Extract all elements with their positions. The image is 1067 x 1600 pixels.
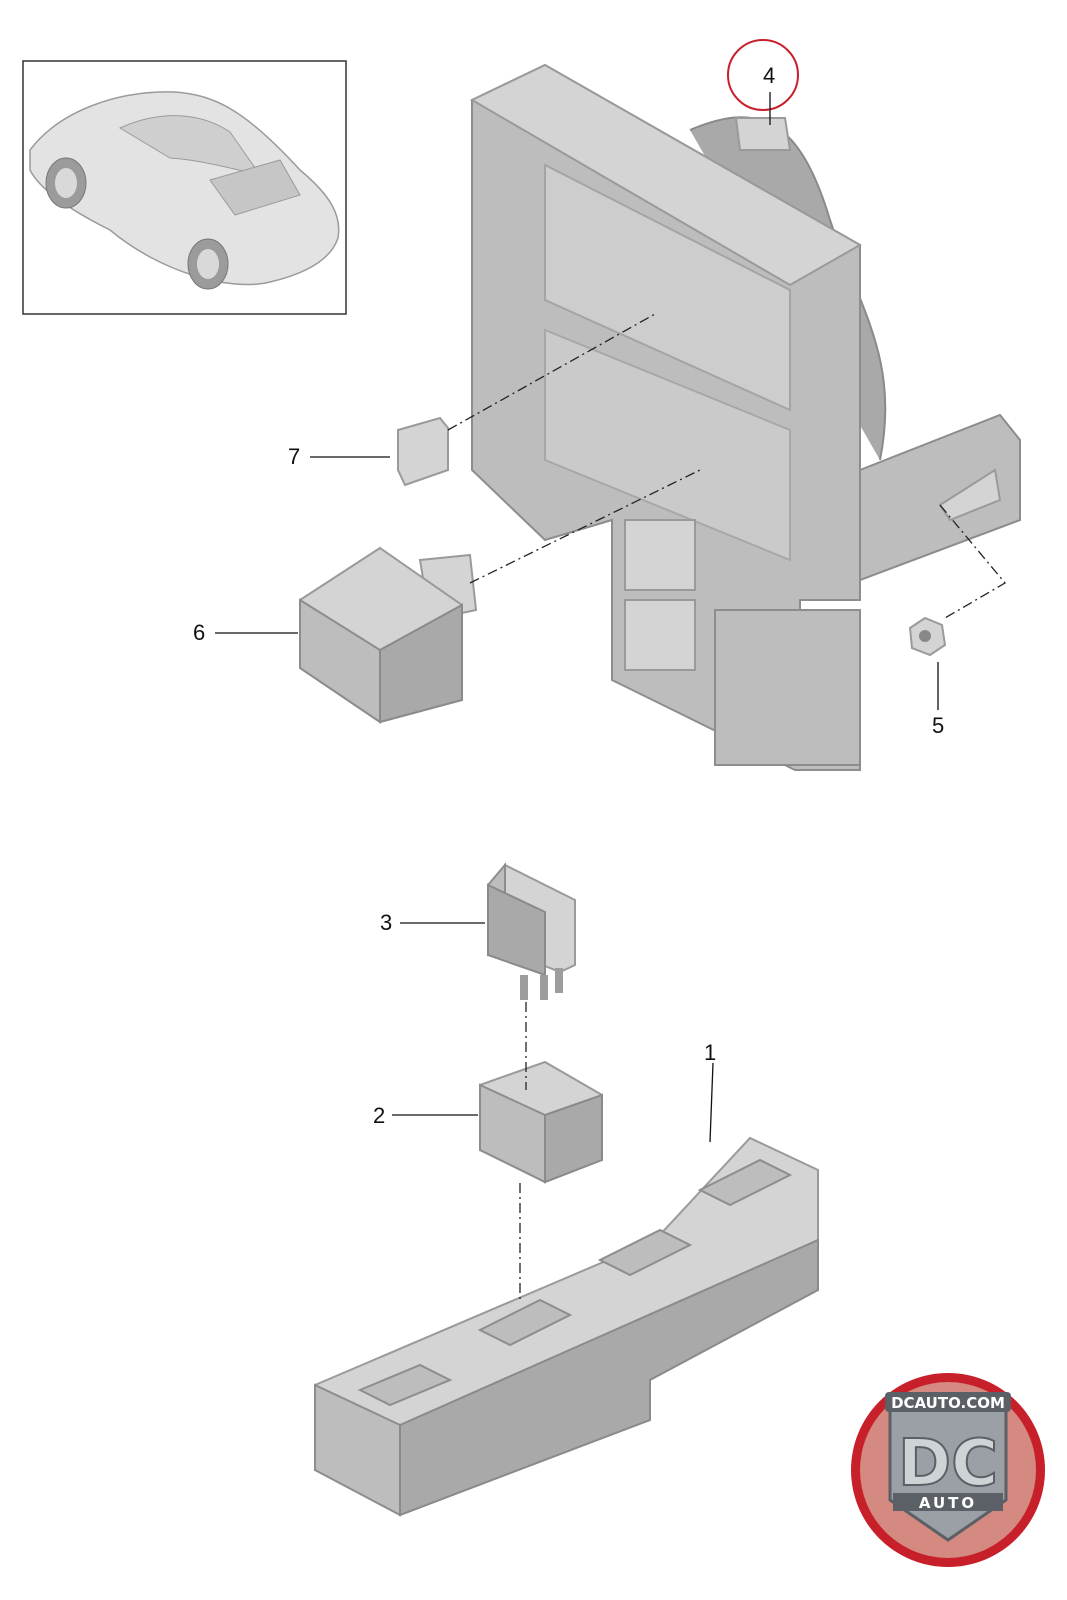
part-2-relay-socket: [479, 1060, 603, 1184]
callout-3: 3: [380, 910, 392, 935]
dcauto-logo: DCAUTO.COM DC AUTO: [851, 1373, 1045, 1567]
part-3-relay: [487, 862, 576, 1000]
leader-lines: [215, 92, 939, 1143]
callout-5: 5: [932, 713, 944, 738]
callout-4-highlight-ring: [727, 39, 799, 111]
callout-1: 1: [704, 1040, 716, 1065]
car-icon: [29, 91, 340, 290]
logo-bottom-text: AUTO: [919, 1494, 977, 1512]
logo-top-text: DCAUTO.COM: [891, 1394, 1005, 1412]
logo-main-text: DC: [898, 1427, 998, 1501]
part-6-relay: [299, 546, 478, 724]
vehicle-inset: [22, 60, 347, 315]
callout-6: 6: [193, 620, 205, 645]
callout-4: 4: [763, 63, 775, 88]
part-4-relay-carrier: [469, 63, 1021, 771]
assembly-lines: [447, 313, 1006, 1300]
part-7-fuse: [397, 416, 449, 487]
callout-7: 7: [288, 444, 300, 469]
part-1-relay-carrier: [314, 1136, 819, 1517]
callout-2: 2: [373, 1103, 385, 1128]
part-5-nut: [908, 616, 947, 657]
